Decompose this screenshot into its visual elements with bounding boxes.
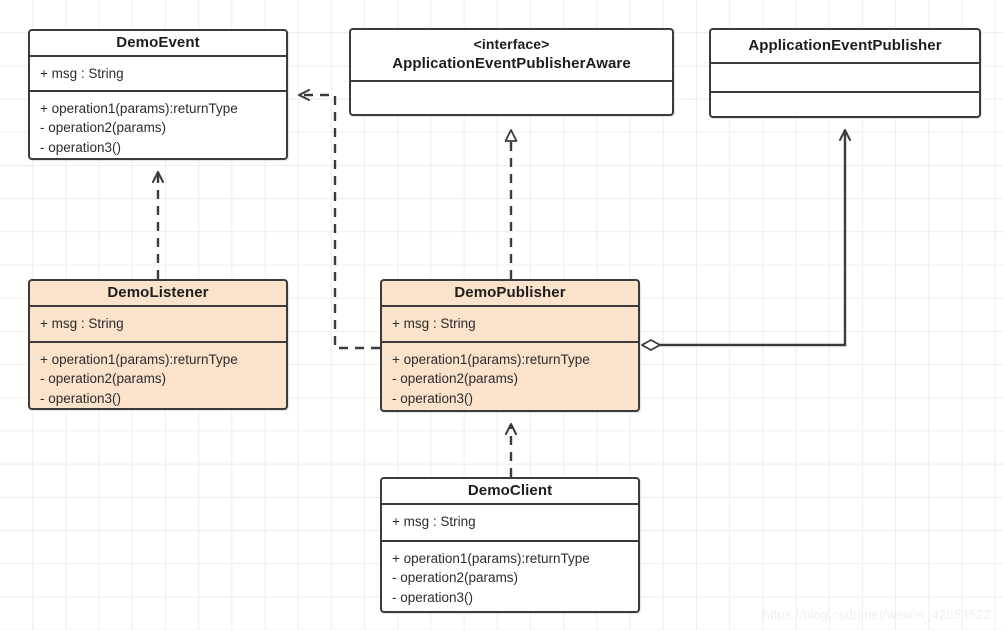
edge-publisher-to-eventpublisher xyxy=(641,129,851,351)
class-box-demo-listener[interactable]: DemoListener + msg : String + operation1… xyxy=(28,279,288,410)
attributes-compartment xyxy=(351,82,672,114)
operation-row: - operation3() xyxy=(392,390,474,406)
class-name-label: DemoPublisher xyxy=(454,284,566,301)
class-name-label: ApplicationEventPublisherAware xyxy=(392,55,631,73)
operations-compartment: + operation1(params):returnType - operat… xyxy=(30,92,286,162)
class-box-application-event-publisher[interactable]: ApplicationEventPublisher xyxy=(709,28,981,118)
operation-row: - operation3() xyxy=(40,139,122,155)
operation-row: - operation2(params) xyxy=(40,120,167,136)
operation-row: + operation1(params):returnType xyxy=(392,352,590,368)
watermark-text: https://blog.csdn.net/weixin_42653522 xyxy=(762,607,991,622)
class-stereotype-label: <interface> xyxy=(473,36,550,53)
operation-row: - operation3() xyxy=(40,390,122,406)
compartment-divider xyxy=(382,341,638,344)
compartment-divider xyxy=(711,91,979,93)
compartment-divider xyxy=(30,305,286,308)
attributes-compartment: + msg : String xyxy=(382,307,638,341)
class-name-label: ApplicationEventPublisher xyxy=(748,36,942,54)
compartment-divider xyxy=(382,540,638,543)
compartment-divider xyxy=(30,90,286,93)
class-title-demo-client: DemoClient xyxy=(382,479,638,503)
attributes-compartment: + msg : String xyxy=(30,57,286,90)
class-title-demo-publisher: DemoPublisher xyxy=(382,281,638,305)
compartment-divider xyxy=(30,341,286,344)
operation-row: - operation2(params) xyxy=(392,371,519,387)
class-box-demo-client[interactable]: DemoClient + msg : String + operation1(p… xyxy=(380,477,640,613)
class-title-demo-event: DemoEvent xyxy=(30,31,286,55)
attributes-compartment: + msg : String xyxy=(382,505,638,540)
attributes-compartment xyxy=(711,64,979,91)
class-box-application-event-publisher-aware[interactable]: <interface> ApplicationEventPublisherAwa… xyxy=(349,28,674,116)
class-name-label: DemoListener xyxy=(107,284,209,301)
edge-publisher-to-event xyxy=(298,89,380,350)
attribute-row: + msg : String xyxy=(40,66,124,82)
compartment-divider xyxy=(351,80,672,82)
compartment-divider xyxy=(382,305,638,308)
class-title-application-event-publisher-aware: <interface> ApplicationEventPublisherAwa… xyxy=(351,30,672,80)
class-title-application-event-publisher: ApplicationEventPublisher xyxy=(711,30,979,62)
operation-row: + operation1(params):returnType xyxy=(392,551,590,567)
operations-compartment xyxy=(711,93,979,116)
operation-row: - operation3() xyxy=(392,589,474,605)
operations-compartment: + operation1(params):returnType - operat… xyxy=(382,542,638,612)
attribute-row: + msg : String xyxy=(392,514,476,530)
operation-row: + operation1(params):returnType xyxy=(40,352,238,368)
operations-compartment: + operation1(params):returnType - operat… xyxy=(382,343,638,413)
class-box-demo-event[interactable]: DemoEvent + msg : String + operation1(pa… xyxy=(28,29,288,160)
attributes-compartment: + msg : String xyxy=(30,307,286,341)
compartment-divider xyxy=(30,55,286,58)
attribute-row: + msg : String xyxy=(392,316,476,332)
attribute-row: + msg : String xyxy=(40,316,124,332)
operation-row: - operation2(params) xyxy=(392,570,519,586)
class-name-label: DemoClient xyxy=(467,482,553,499)
operations-compartment: + operation1(params):returnType - operat… xyxy=(30,343,286,413)
class-name-label: DemoEvent xyxy=(116,34,200,51)
compartment-divider xyxy=(711,62,979,64)
operation-row: + operation1(params):returnType xyxy=(40,101,238,117)
class-title-demo-listener: DemoListener xyxy=(30,281,286,305)
compartment-divider xyxy=(382,503,638,506)
operation-row: - operation2(params) xyxy=(40,371,167,387)
class-box-demo-publisher[interactable]: DemoPublisher + msg : String + operation… xyxy=(380,279,640,412)
